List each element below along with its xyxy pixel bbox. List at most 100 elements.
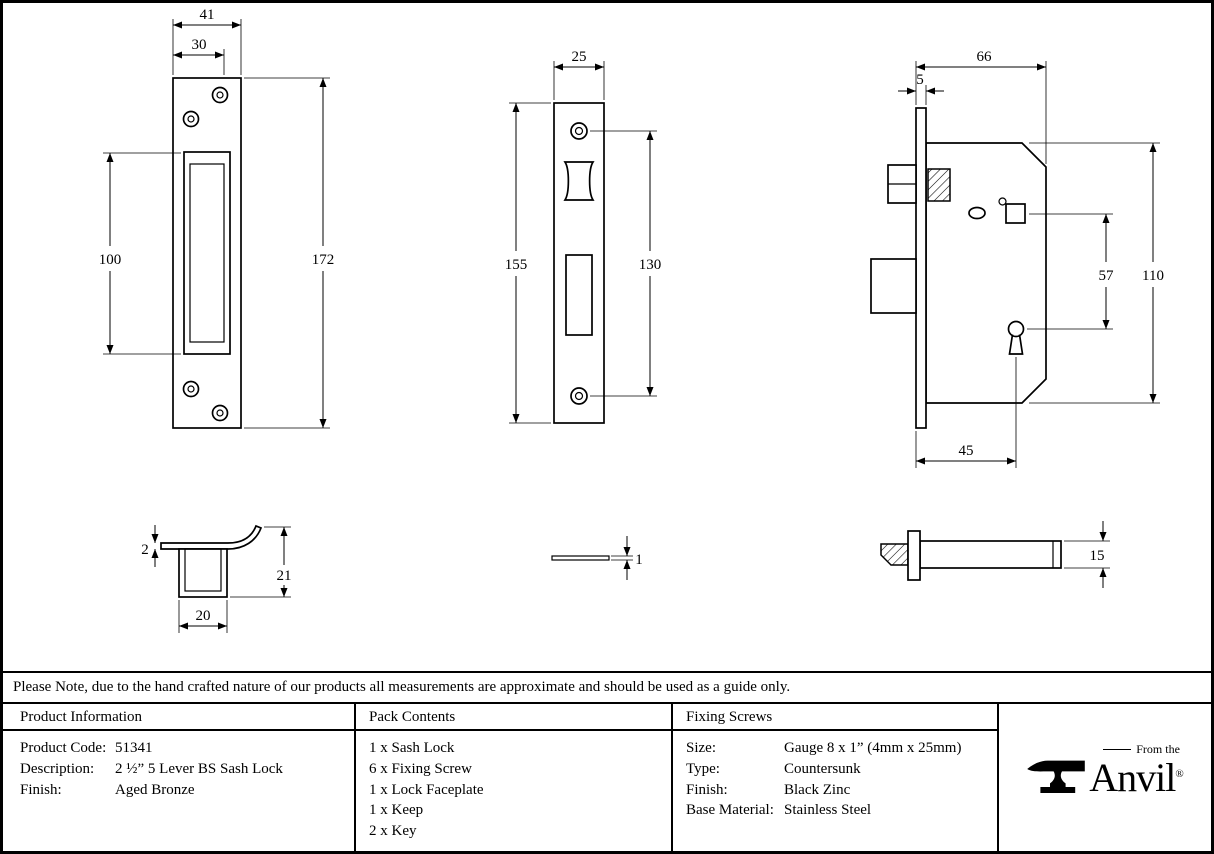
- dim-case-depth: 66: [915, 49, 1047, 164]
- note-bar: Please Note, due to the hand crafted nat…: [3, 671, 1211, 704]
- finish-row: Finish: Aged Bronze: [20, 780, 354, 801]
- keyhole: [1007, 320, 1025, 355]
- dim-label: 45: [959, 443, 974, 459]
- faceplate-side-view: 1: [551, 536, 643, 580]
- brand-text: Anvil: [1089, 755, 1176, 800]
- spindle-follower: [1005, 203, 1026, 224]
- dim-label: 57: [1099, 268, 1115, 284]
- spec-label: Size:: [686, 740, 716, 756]
- logo-tagline: From the: [1089, 742, 1183, 757]
- spec-value: 51341: [115, 740, 153, 756]
- dim-keep-width-outer: 41: [172, 7, 242, 75]
- product-information-header: Product Information: [3, 704, 354, 731]
- deadbolt: [870, 258, 917, 314]
- dim-case-height: 110: [1029, 142, 1164, 404]
- spec-label: Finish:: [20, 781, 62, 798]
- pack-contents-section: Pack Contents 1 x Sash Lock 6 x Fixing S…: [356, 704, 673, 851]
- lock-body-side: [919, 540, 1062, 569]
- screw-size-row: Size: Gauge 8 x 1” (4mm x 25mm): [686, 738, 997, 759]
- dim-label: 66: [977, 49, 993, 65]
- dim-faceplate-thickness: 1: [611, 536, 643, 580]
- dim-label: 20: [196, 608, 211, 624]
- anvil-icon: [1027, 760, 1086, 793]
- faceplate-screw-holes: [570, 122, 588, 405]
- dim-faceplate-width: 25: [553, 49, 605, 100]
- pack-item: 1 x Lock Faceplate: [369, 781, 484, 798]
- dim-label: 41: [200, 7, 215, 23]
- screw-finish-row: Finish: Black Zinc: [686, 780, 997, 801]
- dim-label: 15: [1090, 548, 1105, 564]
- dim-keep-depth: 21: [230, 526, 292, 598]
- drawing-area: 41 30 100: [3, 3, 1211, 671]
- dim-faceplate-offset: 5: [898, 72, 944, 105]
- spec-table: Product Information Product Code: 51341 …: [3, 704, 1211, 851]
- spec-label: Finish:: [686, 781, 728, 798]
- dim-label: 25: [572, 49, 587, 65]
- dim-spindle-to-keyhole: 57: [1027, 213, 1115, 330]
- screw-type-row: Type: Countersunk: [686, 759, 997, 780]
- pack-item: 1 x Sash Lock: [369, 740, 455, 756]
- lock-faceplate-edge: [915, 107, 927, 429]
- deadbolt-aperture: [565, 254, 593, 336]
- dim-faceplate-height: 155: [505, 102, 551, 424]
- spec-value: Black Zinc: [784, 781, 851, 798]
- keep-lip-profile: [160, 524, 263, 550]
- screw-material-row: Base Material: Stainless Steel: [686, 800, 997, 821]
- dim-label: 30: [192, 37, 207, 53]
- faceplate-outline: [553, 102, 605, 424]
- faceplate-edge-profile: [551, 555, 610, 561]
- keep-screw-holes: [182, 86, 229, 422]
- keep-profile-view: 2 21 20: [141, 524, 292, 633]
- dim-faceplate-screw-centres: 130: [590, 130, 662, 397]
- spec-value: Gauge 8 x 1” (4mm x 25mm): [784, 740, 962, 756]
- dim-label: 5: [916, 72, 924, 88]
- dim-keep-aperture-height: 100: [99, 152, 181, 355]
- spec-value: 2 ½” 5 Lever BS Sash Lock: [115, 760, 283, 777]
- latch-spring-hatched: [927, 168, 951, 202]
- note-text: Please Note, due to the hand crafted nat…: [13, 679, 791, 695]
- pack-item: 1 x Keep: [369, 802, 424, 819]
- dim-keep-width-inner: 30: [173, 37, 225, 75]
- keep-box-inner: [184, 548, 222, 592]
- pack-item: 2 x Key: [369, 823, 417, 840]
- pack-contents-header: Pack Contents: [356, 704, 671, 731]
- keep-box-outer: [178, 548, 228, 598]
- tagline-rule: [1103, 749, 1132, 750]
- keep-aperture-inner: [189, 163, 225, 343]
- spec-value: Countersunk: [784, 760, 861, 777]
- dim-label: 21: [277, 568, 292, 584]
- registered-mark: ®: [1175, 768, 1184, 780]
- dim-label: 110: [1142, 268, 1164, 284]
- dim-label: 100: [99, 252, 122, 268]
- spec-label: Product Code:: [20, 740, 107, 756]
- follower-screw: [998, 197, 1007, 206]
- fixing-slot: [968, 206, 986, 220]
- dim-label: 1: [635, 552, 643, 568]
- dim-keep-lip-thickness: 2: [141, 525, 159, 567]
- dim-label: 2: [141, 542, 149, 558]
- dim-keep-width: 20: [178, 600, 228, 633]
- spec-value: Stainless Steel: [784, 802, 872, 819]
- latch-bolt-side: [880, 543, 909, 566]
- spec-label: Type:: [686, 760, 720, 777]
- latch-aperture: [563, 161, 595, 201]
- keep-aperture-outer: [183, 151, 231, 355]
- dim-lock-side-height: 15: [1064, 521, 1110, 588]
- spec-value: Aged Bronze: [115, 781, 195, 798]
- brand-name: Anvil®: [1089, 757, 1184, 798]
- lock-body-view: 66 5 110: [870, 49, 1164, 468]
- dim-backset: 45: [915, 357, 1017, 468]
- lock-side-view: 15: [880, 521, 1110, 588]
- product-information-section: Product Information Product Code: 51341 …: [3, 704, 356, 851]
- spec-label: Description:: [20, 760, 95, 777]
- dim-keep-height: 172: [244, 77, 335, 429]
- technical-drawings: 41 30 100: [99, 7, 1164, 633]
- description-row: Description: 2 ½” 5 Lever BS Sash Lock: [20, 759, 354, 780]
- dim-label: 172: [312, 252, 335, 268]
- dim-label: 155: [505, 257, 528, 273]
- dim-label: 130: [639, 257, 662, 273]
- faceplate-side-edge: [907, 530, 921, 581]
- brand-logo-cell: From the Anvil®: [999, 704, 1211, 851]
- product-code-row: Product Code: 51341: [20, 738, 354, 759]
